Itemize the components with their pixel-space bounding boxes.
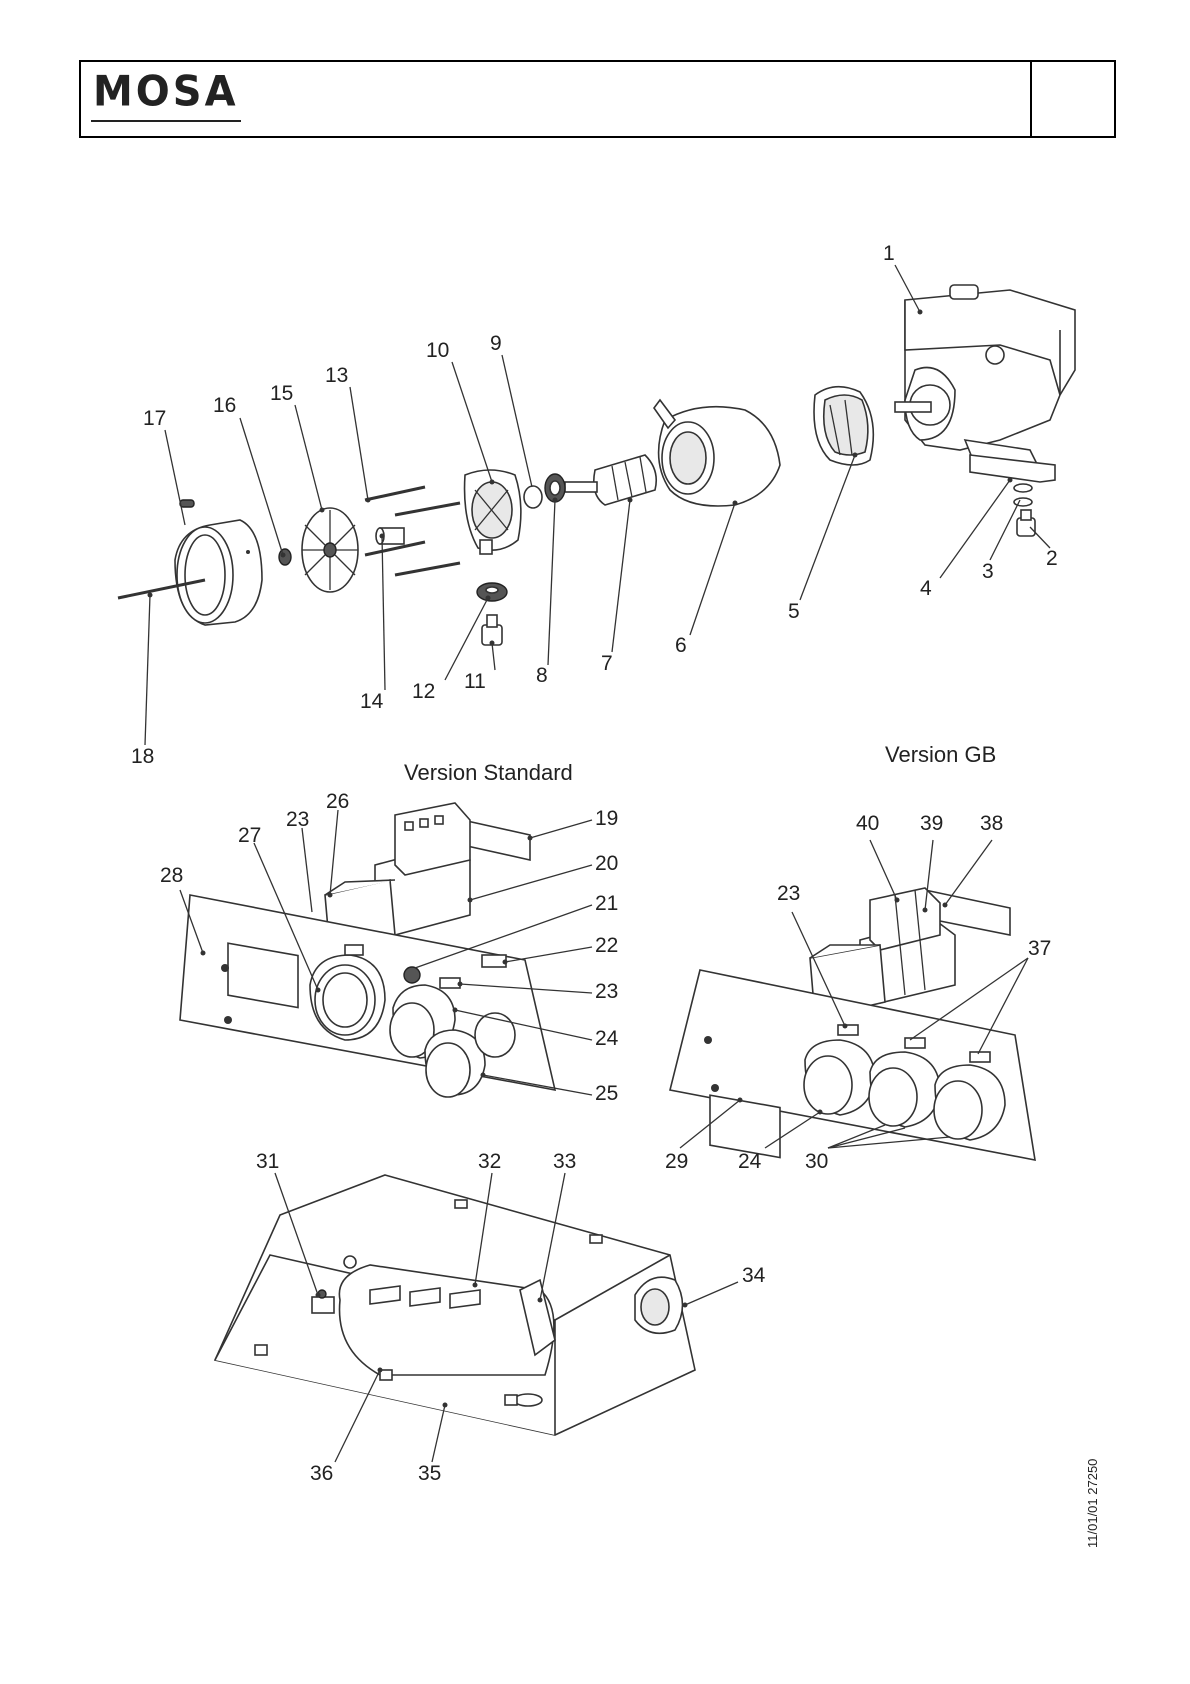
socket-part-25 <box>424 1029 486 1098</box>
caption-version-standard: Version Standard <box>404 760 573 785</box>
gb-control-panel <box>669 887 1036 1162</box>
callout-1: 1 <box>883 242 895 265</box>
callout-3: 3 <box>982 560 994 583</box>
header-right-cell <box>1030 62 1114 136</box>
callout-38: 38 <box>980 812 1003 835</box>
callout-34: 34 <box>742 1264 766 1287</box>
nut-part-16 <box>278 548 292 566</box>
callout-37: 37 <box>1028 937 1051 960</box>
o-ring-part-9 <box>523 485 543 509</box>
engine-foot-part-4 <box>969 454 1056 483</box>
callout-4: 4 <box>920 577 932 600</box>
gb-leaders <box>679 839 1029 1149</box>
callout-19: 19 <box>595 807 618 830</box>
bearing-part-8 <box>544 473 566 503</box>
callout-25: 25 <box>595 1082 618 1105</box>
callout-31: 31 <box>256 1150 279 1173</box>
callout-23-standard-right: 23 <box>595 980 618 1003</box>
document-code: 11/01/01 27250 <box>1085 1459 1100 1548</box>
rod-part-18 <box>117 578 206 600</box>
callout-7: 7 <box>601 652 613 675</box>
callout-29: 29 <box>665 1150 688 1173</box>
callout-23-gb: 23 <box>777 882 800 905</box>
logo-cell: MOSA <box>81 62 253 136</box>
callout-30: 30 <box>805 1150 828 1173</box>
callout-22: 22 <box>595 934 618 957</box>
callout-2: 2 <box>1046 547 1058 570</box>
callout-numbers: 1 2 3 4 5 6 7 8 9 10 11 12 13 14 15 16 1… <box>131 242 1058 1485</box>
callout-9: 9 <box>490 332 502 355</box>
callout-33: 33 <box>553 1150 576 1173</box>
callout-16: 16 <box>213 394 236 417</box>
tie-rods-part-13 <box>364 485 461 577</box>
callout-27: 27 <box>238 824 261 847</box>
callout-23-standard-top: 23 <box>286 808 309 831</box>
standard-control-panel <box>179 802 557 1098</box>
callout-17: 17 <box>143 407 166 430</box>
callout-13: 13 <box>325 364 348 387</box>
callout-12: 12 <box>412 680 435 703</box>
mosa-logo: MOSA <box>93 67 239 117</box>
rotor-part-7 <box>564 454 658 506</box>
stator-part-6 <box>653 398 781 507</box>
callout-36: 36 <box>310 1462 333 1485</box>
callout-11: 11 <box>464 670 486 693</box>
callout-35: 35 <box>418 1462 441 1485</box>
page-header: MOSA <box>79 60 1116 138</box>
callout-20: 20 <box>595 852 618 875</box>
gb-socket-2 <box>868 1051 941 1128</box>
callout-5: 5 <box>788 600 800 623</box>
callout-26: 26 <box>326 790 349 813</box>
fan-part-15 <box>301 507 359 593</box>
callout-24-standard: 24 <box>595 1027 619 1050</box>
callout-15: 15 <box>270 382 293 405</box>
bush-part-12 <box>476 582 508 602</box>
adapter-flange-part-5 <box>813 385 875 466</box>
callout-28: 28 <box>160 864 183 887</box>
callout-14: 14 <box>360 690 384 713</box>
callout-10: 10 <box>426 339 449 362</box>
cover-part-17 <box>174 499 263 626</box>
gb-socket-3 <box>933 1064 1006 1141</box>
callout-8: 8 <box>536 664 548 687</box>
socket-part-27 <box>309 954 386 1041</box>
callout-39: 39 <box>920 812 943 835</box>
callout-21: 21 <box>595 892 618 915</box>
callout-32: 32 <box>478 1150 501 1173</box>
callout-18: 18 <box>131 745 154 768</box>
base-box-assembly <box>213 1174 696 1436</box>
standard-leaders <box>179 809 593 1096</box>
logo-underline <box>91 120 241 122</box>
mount-part-11 <box>481 614 503 646</box>
gb-socket-1 <box>803 1039 876 1116</box>
mount-part-2 <box>1016 509 1036 537</box>
base-leaders <box>274 1172 739 1463</box>
engine-part-1 <box>894 284 1076 471</box>
callout-24-gb: 24 <box>738 1150 762 1173</box>
callout-40: 40 <box>856 812 879 835</box>
caption-version-gb: Version GB <box>885 742 996 767</box>
washer-part-3 <box>1013 483 1033 507</box>
top-leaders <box>144 264 1051 746</box>
callout-6: 6 <box>675 634 687 657</box>
